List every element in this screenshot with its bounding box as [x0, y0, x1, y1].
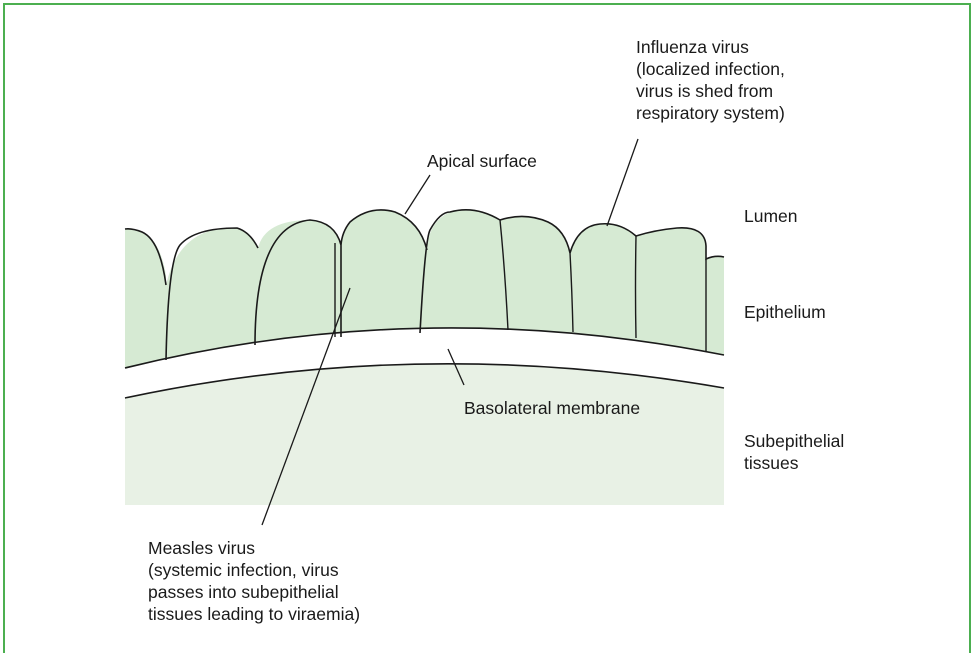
cell-boundary [636, 236, 637, 338]
label-line: tissues leading to viraemia) [148, 603, 360, 625]
label-line: passes into subepithelial [148, 581, 360, 603]
influenza-leader [607, 139, 638, 226]
apical-surface-label: Apical surface [427, 150, 537, 172]
label-line: (systemic infection, virus [148, 559, 360, 581]
basolateral-membrane-label: Basolateral membrane [464, 397, 640, 419]
label-line: tissues [744, 452, 844, 474]
influenza-virus-label: Influenza virus (localized infection, vi… [636, 36, 785, 124]
subepithelial-tissues-label: Subepithelial tissues [744, 430, 844, 474]
measles-virus-label: Measles virus (systemic infection, virus… [148, 537, 360, 625]
epithelium-label: Epithelium [744, 301, 826, 323]
apical-leader [405, 175, 430, 214]
label-line: Subepithelial [744, 430, 844, 452]
label-line: (localized infection, [636, 58, 785, 80]
subepithelial-tissue [125, 364, 724, 505]
label-line: virus is shed from [636, 80, 785, 102]
lumen-label: Lumen [744, 205, 798, 227]
label-line: Influenza virus [636, 36, 785, 58]
label-line: Measles virus [148, 537, 360, 559]
label-line: respiratory system) [636, 102, 785, 124]
